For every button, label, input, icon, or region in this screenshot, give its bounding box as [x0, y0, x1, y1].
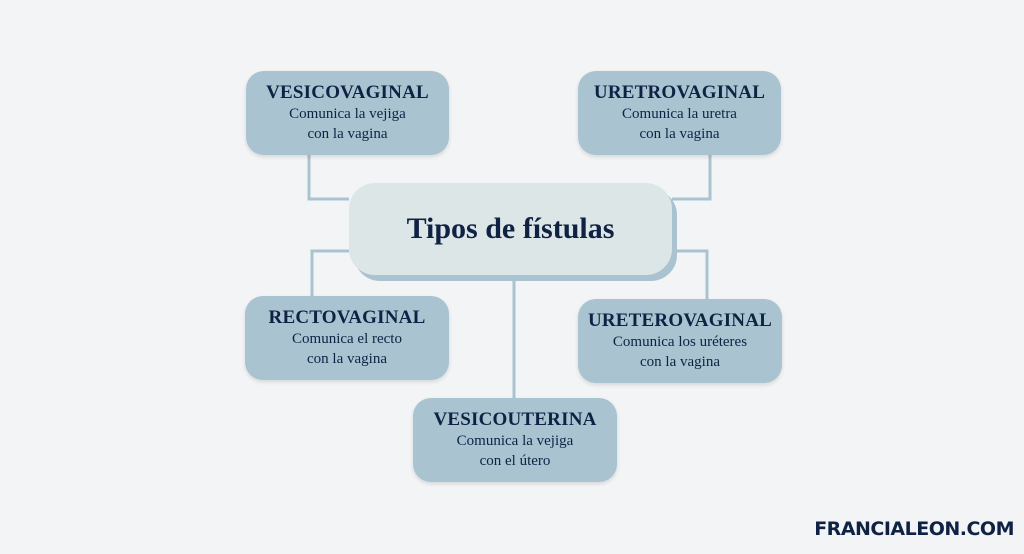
connector-ureterovaginal — [672, 249, 709, 299]
node-uretrovaginal: URETROVAGINAL Comunica la uretra con la … — [578, 71, 781, 155]
connector-vesicovaginal — [307, 155, 349, 201]
node-vesicovaginal: VESICOVAGINAL Comunica la vejiga con la … — [246, 71, 449, 155]
brand-watermark: FRANCIALEON.COM — [814, 518, 1014, 540]
node-title: VESICOVAGINAL — [266, 82, 429, 103]
center-node: Tipos de fístulas — [349, 183, 672, 275]
node-description-line2: con el útero — [479, 453, 551, 469]
center-title: Tipos de fístulas — [406, 212, 615, 245]
node-title: VESICOUTERINA — [433, 409, 597, 430]
node-description-line2: con la vagina — [640, 354, 720, 370]
node-description-line2: con la vagina — [307, 351, 387, 367]
node-description-line1: Comunica la uretra — [622, 106, 737, 122]
node-description-line2: con la vagina — [639, 126, 720, 142]
node-description-line2: con la vagina — [307, 126, 388, 142]
node-title: URETROVAGINAL — [593, 82, 766, 103]
node-rectovaginal: RECTOVAGINAL Comunica el recto con la va… — [245, 296, 449, 380]
node-title: RECTOVAGINAL — [268, 307, 426, 328]
connector-rectovaginal — [310, 249, 349, 296]
connector-uretrovaginal — [672, 155, 712, 201]
node-ureterovaginal: URETEROVAGINAL Comunica los uréteres con… — [578, 299, 782, 383]
node-title: URETEROVAGINAL — [587, 310, 773, 331]
node-description-line1: Comunica los uréteres — [612, 334, 748, 350]
node-description-line1: Comunica el recto — [292, 331, 402, 347]
node-vesicouterina: VESICOUTERINA Comunica la vejiga con el … — [413, 398, 617, 482]
node-description-line1: Comunica la vejiga — [289, 106, 406, 122]
node-description-line1: Comunica la vejiga — [456, 433, 574, 449]
